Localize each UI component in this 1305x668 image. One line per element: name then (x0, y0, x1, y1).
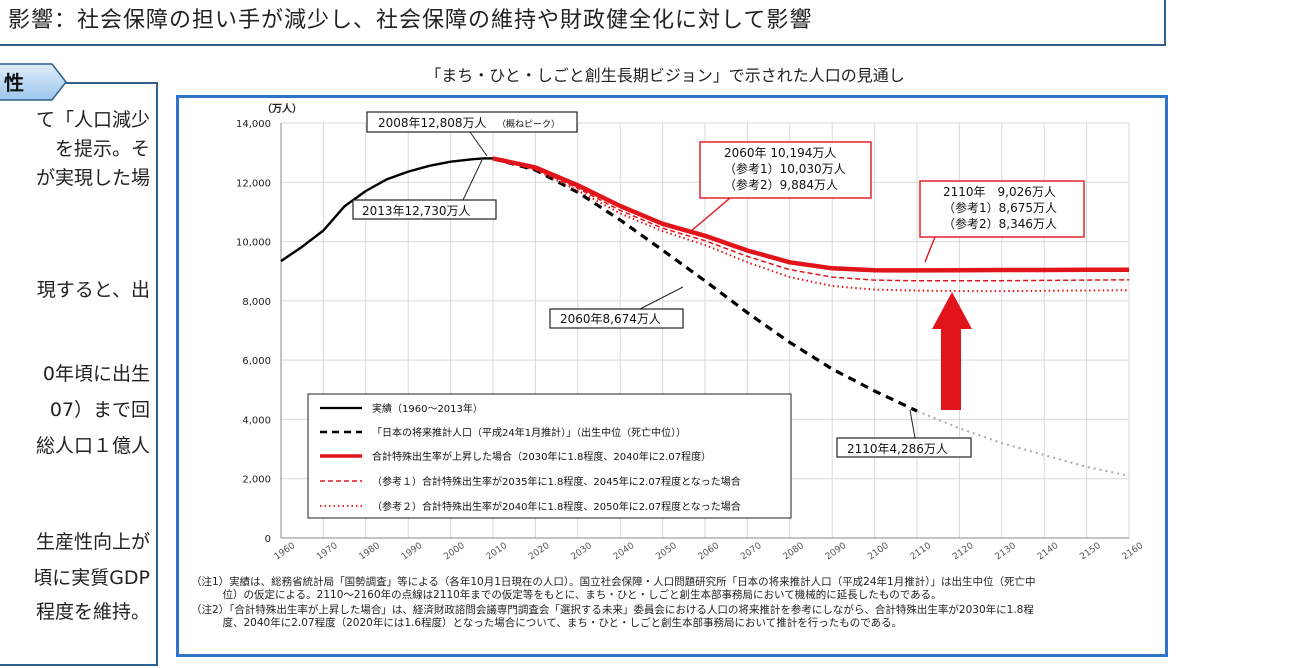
series-line-solid-red (492, 156, 1129, 273)
chart-title: 「まち・ひと・しごと創生長期ビジョン」で示された人口の見通し (425, 66, 905, 85)
x-tick-label: 2070 (739, 541, 764, 562)
y-tick-label: 8,000 (242, 297, 271, 308)
legend-label: （参考２）合計特殊出生率が2040年に1.8程度、2050年に2.07程度となっ… (372, 500, 741, 513)
y-tick-label: 4,000 (242, 415, 271, 426)
annotation-text: 2110年4,286万人 (847, 442, 948, 456)
impact-header-box: 影響：社会保障の担い手が減少し、社会保障の維持や財政健全化に対して影響 (0, 0, 1166, 46)
legend-label: 実績（1960～2013年） (372, 402, 483, 415)
left-line: 生産性向上が (35, 531, 150, 553)
x-tick-label: 2110 (909, 541, 934, 562)
left-line: 頃に実質GDP (33, 567, 150, 589)
y-tick-label: 2,000 (242, 475, 271, 486)
annotation-2013: 2013年12,730万人 (352, 159, 497, 220)
left-text-panel: て「人口減少 を提示。そ が実現した場 現すると、出 0年頃に出生 07）まで回… (0, 82, 158, 666)
series-line-dashed-black (492, 156, 918, 413)
annotation-text: 2008年12,808万人 (378, 116, 487, 130)
y-tick-label: 12,000 (236, 178, 271, 189)
x-tick-label: 2090 (824, 541, 849, 562)
x-tick-label: 2080 (782, 541, 807, 562)
y-tick-label: 6,000 (242, 356, 271, 367)
x-tick-label: 2100 (866, 541, 891, 562)
x-tick-label: 2120 (951, 541, 976, 562)
chart-legend: 実績（1960～2013年） 「日本の将来推計人口（平成24年1月推計）」（出生… (307, 393, 792, 519)
chart-note: 度、2040年に2.07程度（2020年には1.6程度）となった場合について、ま… (191, 617, 903, 629)
series-line-dashed-red (492, 157, 1130, 282)
legend-label: （参考１）合計特殊出生率が2035年に1.8程度、2045年に2.07程度となっ… (372, 475, 741, 488)
chart-note: （注2）「合計特殊出生率が上昇した場合」は、経済財政諮問会議専門調査会「選択する… (191, 604, 1034, 616)
x-tick-label: 2040 (612, 541, 637, 562)
x-tick-label: 1960 (273, 541, 298, 562)
left-line: 程度を維持。 (35, 601, 150, 623)
left-line: て「人口減少 (35, 109, 150, 131)
x-tick-label: 2140 (1036, 541, 1061, 562)
annotation-text: 2060年 10,194万人 (724, 146, 836, 160)
series-line-solid-black (280, 157, 506, 263)
section-tag-label: 性 (4, 71, 24, 95)
x-tick-label: 2050 (654, 541, 679, 562)
annotation-text: （参考2）9,884万人 (724, 177, 838, 192)
chart-note: （注1）実績は、総務省統計局「国勢調査」等による（各年10月1日現在の人口）。国… (191, 576, 1036, 588)
x-tick-label: 2030 (570, 541, 595, 562)
y-unit-label: （万人） (262, 102, 302, 115)
annotation-2110-red: 2110年 9,026万人 （参考1）8,675万人 （参考2）8,346万人 (919, 180, 1085, 263)
x-tick-label: 2130 (994, 541, 1019, 562)
annotation-text: （参考2）8,346万人 (943, 216, 1057, 231)
x-tick-label: 1990 (400, 541, 425, 562)
section-tag: 性 (0, 63, 67, 101)
left-line: を提示。そ (54, 138, 150, 160)
x-tick-label: 2150 (1078, 541, 1103, 562)
annotation-2008-peak: 2008年12,808万人 （概ねピーク） (366, 111, 578, 157)
annotation-text: （参考1）10,030万人 (724, 161, 846, 176)
annotation-2110-baseline: 2110年4,286万人 (836, 409, 972, 458)
x-tick-label: 2010 (485, 541, 510, 562)
chart-note: 位）の仮定による。2110～2160年の点線は2110年までの仮定等をもとに、ま… (191, 589, 942, 601)
x-tick-label: 1980 (358, 541, 383, 562)
annotation-2060-baseline: 2060年8,674万人 (549, 286, 684, 329)
annotation-text: 2060年8,674万人 (560, 312, 661, 326)
annotation-text: 2013年12,730万人 (362, 204, 471, 218)
x-tick-label: 2060 (697, 541, 722, 562)
left-line: 07）まで回 (49, 399, 150, 421)
legend-label: 合計特殊出生率が上昇した場合（2030年に1.8程度、2040年に2.07程度） (372, 450, 711, 463)
y-tick-label: 14,000 (236, 119, 271, 130)
annotation-text: （参考1）8,675万人 (943, 200, 1057, 215)
impact-header-text: 影響：社会保障の担い手が減少し、社会保障の維持や財政健全化に対して影響 (8, 8, 813, 33)
x-tick-label: 2000 (442, 541, 467, 562)
x-tick-label: 2160 (1121, 541, 1146, 562)
legend-label: 「日本の将来推計人口（平成24年1月推計）」（出生中位（死亡中位）） (372, 426, 686, 439)
left-line: 総人口１億人 (35, 435, 150, 457)
series-line-dotted-red (492, 157, 1130, 293)
annotation-text: 2110年 9,026万人 (943, 185, 1056, 199)
left-line: が実現した場 (35, 167, 150, 189)
annotation-2060-red: 2060年 10,194万人 （参考1）10,030万人 （参考2）9,884万… (689, 141, 872, 233)
x-tick-label: 1970 (315, 541, 340, 562)
annotation-sub: （概ねピーク） (497, 118, 560, 130)
left-line: 現すると、出 (36, 279, 150, 301)
x-tick-label: 2020 (527, 541, 552, 562)
y-tick-label: 0 (265, 534, 271, 545)
y-tick-label: 10,000 (236, 238, 271, 249)
increase-arrow-icon (932, 292, 972, 410)
left-line: 0年頃に出生 (42, 363, 150, 385)
